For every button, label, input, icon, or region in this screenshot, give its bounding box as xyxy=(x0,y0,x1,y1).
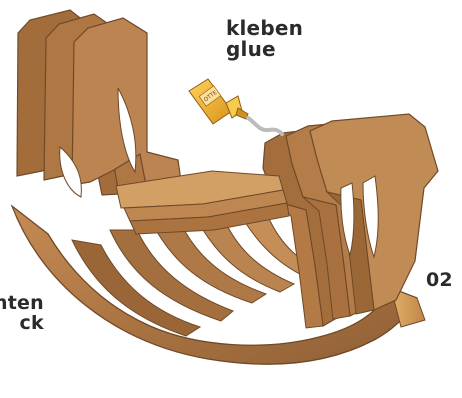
rear-panel-stack xyxy=(17,10,184,206)
glue-label-english: glue xyxy=(226,39,303,60)
bottom-left-label: nten ck xyxy=(0,294,44,334)
glue-label-german: kleben xyxy=(226,18,303,39)
bottom-left-label-line-1: nten xyxy=(0,294,44,314)
glue-bottle: OTTE xyxy=(189,79,282,134)
glue-label: kleben glue xyxy=(226,18,303,60)
step-number: 02 xyxy=(426,271,453,291)
bottom-left-label-line-2: ck xyxy=(0,314,44,334)
glue-drip xyxy=(248,118,282,134)
